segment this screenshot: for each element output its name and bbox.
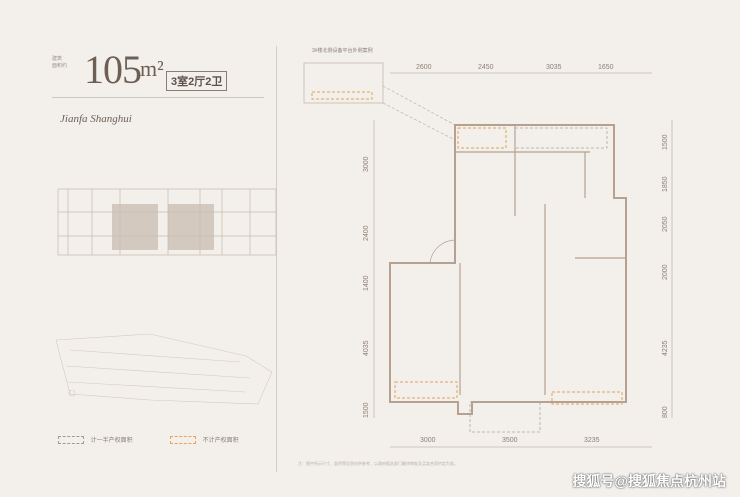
area-unit: m² [140,56,164,81]
dim-left-1: 3000 [363,156,370,172]
apartment-outer-walls [389,124,627,415]
legend-item-half-area: 计一半产权面积 [58,435,168,445]
area-caption-2: 面积约 [52,63,68,69]
uncounted-area-bottom-right [551,391,623,405]
legend-label-half: 计一半产权面积 [90,438,133,444]
uncounted-area-inset [311,91,373,100]
dim-right-4: 2000 [662,264,669,280]
legend-label-uncounted: 不计产权面积 [202,438,239,444]
key-plan-highlight-right [168,204,214,250]
area-caption-1: 建筑 [52,56,63,62]
legend-swatch-uncounted [170,436,196,445]
half-area-bottom [469,401,541,433]
uncounted-area-top [457,127,507,149]
watermark: 搜狐号@搜狐焦点杭州站 [572,473,726,489]
site-plan-outline [55,333,273,405]
brand-script: Jianfa Shanghui [60,113,132,125]
dim-left-3: 1400 [363,275,370,291]
balcony-inset-outline [303,62,384,104]
footnote: 注：图中所示尺寸、面积等信息仅供参考，以政府相关部门最终审批及买卖合同约定为准。 [298,461,458,466]
dim-right-5: 4235 [662,340,669,356]
key-plan-highlight-left [112,204,158,250]
dim-top-2: 2450 [478,64,494,71]
dim-left-5: 1500 [363,402,370,418]
dim-left-2: 2400 [363,225,370,241]
dim-left-4: 4035 [363,340,370,356]
dim-right-1: 1500 [662,134,669,150]
balcony-caption: 3#楼北侧设备平台外侧案例 [312,48,373,54]
layout-badge: 3室2厅2卫 [166,71,228,91]
column-divider [276,46,277,472]
legend-swatch-half [58,436,84,445]
dim-bottom-2: 3500 [502,437,518,444]
header-divider [52,97,264,98]
half-area-top [514,127,608,149]
dim-right-6: 800 [662,406,669,418]
dim-top-3: 3035 [546,64,562,71]
dim-top-1: 2600 [416,64,432,71]
area-number: 105 [84,47,142,92]
dim-right-3: 2050 [662,216,669,232]
uncounted-area-bottom-left [394,381,458,399]
dim-right-2: 1850 [662,176,669,192]
dim-top-4: 1650 [598,64,614,71]
dim-bottom-3: 3235 [584,437,600,444]
dim-bottom-1: 3000 [420,437,436,444]
key-plan-outline [57,188,277,256]
legend-item-uncounted: 不计产权面积 [170,435,280,445]
